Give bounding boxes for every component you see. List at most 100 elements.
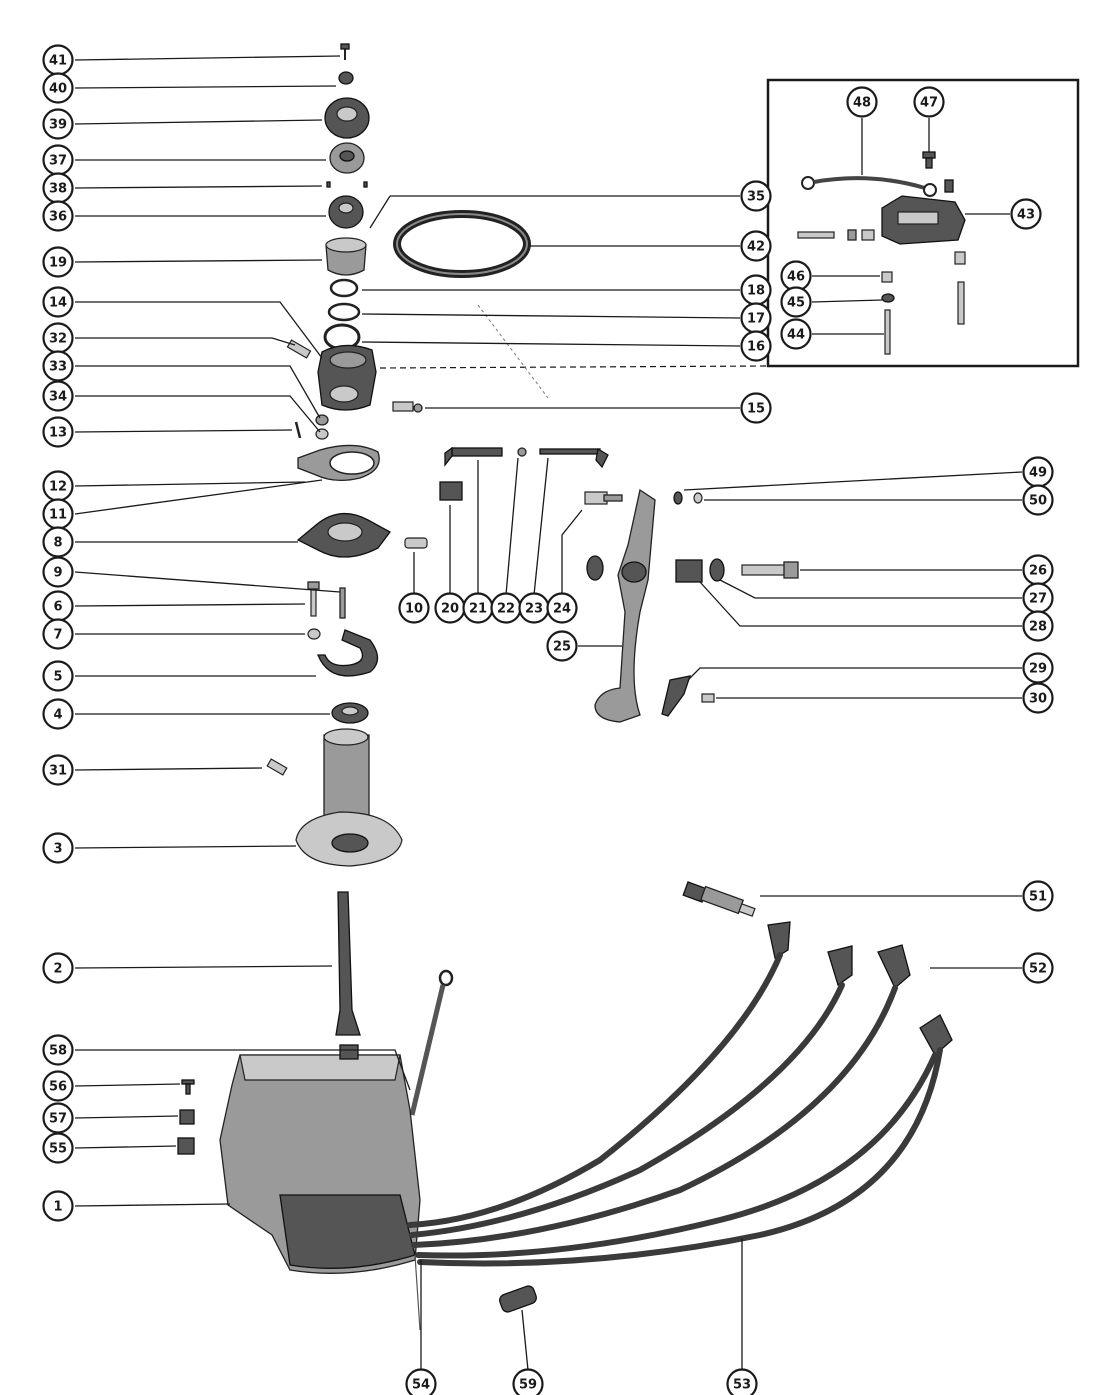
part-12-clamp (297, 444, 380, 482)
part-54-lead-ref (414, 1254, 421, 1331)
callout-8: 8 (42, 526, 74, 558)
leader-40 (74, 85, 337, 89)
callout-29: 29 (1022, 652, 1054, 684)
callout-7: 7 (42, 618, 74, 650)
callout-31: 31 (42, 754, 74, 786)
callout-10: 10 (398, 592, 430, 624)
part-23-link (539, 447, 609, 469)
callout-45: 45 (780, 286, 812, 318)
callout-number-37: 37 (49, 154, 67, 169)
callout-number-4: 4 (53, 708, 62, 723)
leader-22 (505, 457, 519, 596)
callout-number-47: 47 (920, 96, 938, 111)
part-29-bracket (661, 675, 691, 717)
callout-number-9: 9 (53, 566, 62, 581)
leader-41 (74, 55, 341, 61)
callout-number-25: 25 (553, 640, 571, 655)
leader-14 (75, 301, 323, 359)
callout-circle-3 (42, 832, 74, 864)
callout-circle-10 (398, 592, 430, 624)
callout-48: 48 (846, 86, 878, 118)
part-4-bearing (331, 702, 369, 724)
callout-number-42: 42 (747, 240, 765, 255)
leader-9 (74, 571, 341, 593)
callout-circle-4 (42, 698, 74, 730)
callout-circle-9 (42, 556, 74, 588)
callout-58: 58 (42, 1034, 74, 1066)
callout-11: 11 (42, 498, 74, 530)
callout-59: 59 (512, 1368, 544, 1395)
part-8-collar (296, 513, 391, 558)
callout-number-16: 16 (747, 340, 765, 355)
callout-number-40: 40 (49, 82, 67, 97)
leader-13 (74, 429, 293, 433)
part-39-cap (324, 97, 370, 139)
callout-circle-48 (846, 86, 878, 118)
callout-circle-7 (42, 618, 74, 650)
callout-number-20: 20 (441, 602, 459, 617)
part-15-fitting (392, 401, 423, 413)
callout-13: 13 (42, 416, 74, 448)
callout-number-11: 11 (49, 508, 67, 523)
callout-circle-15 (740, 392, 772, 424)
callout-57: 57 (42, 1102, 74, 1134)
part-56-screw (181, 1079, 195, 1095)
callout-number-58: 58 (49, 1044, 67, 1059)
callout-23: 23 (518, 592, 550, 624)
callout-number-49: 49 (1029, 466, 1047, 481)
part-9-pin (339, 587, 346, 619)
belt-centerline (477, 304, 549, 399)
callout-number-8: 8 (53, 536, 62, 551)
part-43-screw (957, 281, 965, 325)
callout-number-46: 46 (787, 270, 805, 285)
part-43-bolt-set (797, 229, 875, 241)
callout-37: 37 (42, 144, 74, 176)
callout-number-38: 38 (49, 182, 67, 197)
callout-52: 52 (1022, 952, 1054, 984)
callout-circle-40 (42, 72, 74, 104)
part-7-nut (307, 628, 321, 640)
part-13-screw (294, 421, 302, 439)
leader-11 (74, 479, 323, 515)
leader-28 (699, 581, 1022, 627)
callout-3: 3 (42, 832, 74, 864)
callout-circle-55 (42, 1132, 74, 1164)
part-38-pin-b (363, 181, 368, 188)
callout-15: 15 (740, 392, 772, 424)
part-1-distributor (219, 1044, 421, 1274)
callout-number-27: 27 (1029, 592, 1047, 607)
callout-number-54: 54 (412, 1378, 430, 1393)
callout-36: 36 (42, 200, 74, 232)
callout-group: 4140393738361914323334131211896754313258… (42, 44, 1054, 1395)
callout-54: 54 (405, 1368, 437, 1395)
callout-39: 39 (42, 108, 74, 140)
part-3-adapter (295, 728, 403, 867)
callout-number-19: 19 (49, 256, 67, 271)
callout-32: 32 (42, 322, 74, 354)
callout-circle-19 (42, 246, 74, 278)
leader-23 (533, 457, 549, 596)
leader-38 (74, 185, 323, 189)
leader-1 (74, 1203, 231, 1207)
leader-59 (521, 1309, 529, 1371)
callout-9: 9 (42, 556, 74, 588)
callout-number-1: 1 (53, 1200, 62, 1215)
part-18-ring (329, 278, 359, 298)
callout-number-55: 55 (49, 1142, 67, 1157)
callout-number-31: 31 (49, 764, 67, 779)
leader-29 (687, 667, 1022, 681)
callout-22: 22 (490, 592, 522, 624)
callout-circle-47 (913, 86, 945, 118)
part-33 (315, 414, 329, 426)
leader-35b (369, 195, 391, 229)
leader-31 (74, 767, 263, 771)
callout-56: 56 (42, 1070, 74, 1102)
callout-number-43: 43 (1017, 208, 1035, 223)
callout-24: 24 (546, 592, 578, 624)
callout-55: 55 (42, 1132, 74, 1164)
part-53-wires (407, 952, 943, 1267)
callout-number-24: 24 (553, 602, 571, 617)
callout-number-29: 29 (1029, 662, 1047, 677)
callout-circle-34 (42, 380, 74, 412)
